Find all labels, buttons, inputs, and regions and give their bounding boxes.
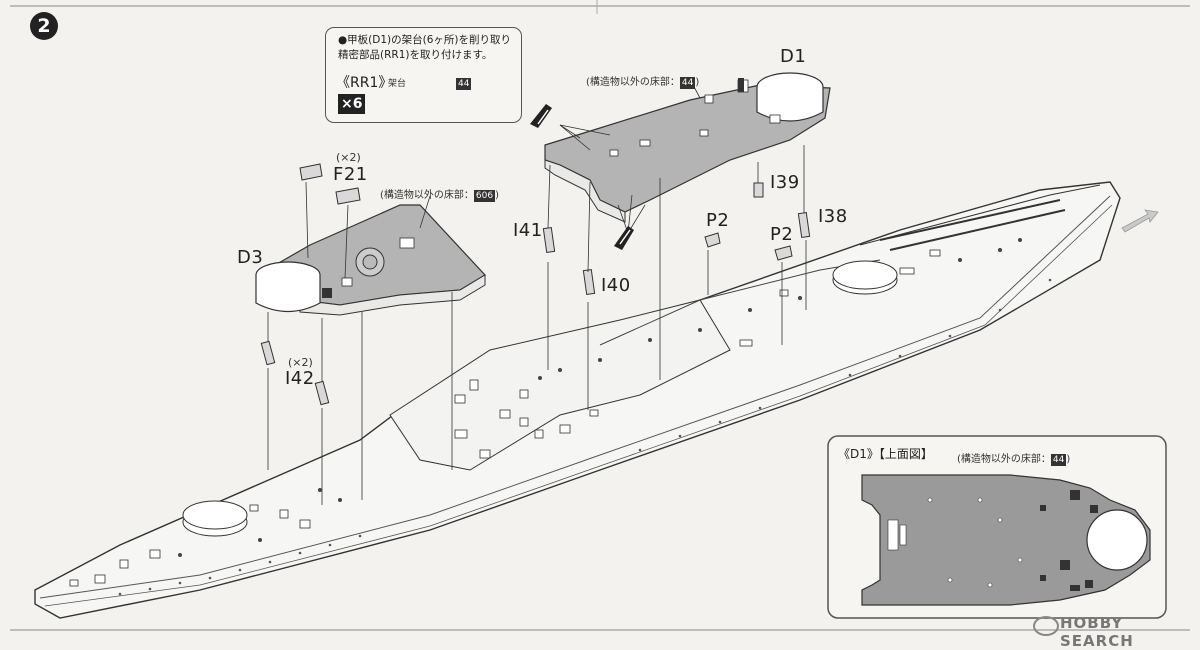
label-i39: I39	[770, 172, 800, 193]
instruction-box: ●甲板(D1)の架台(6ヶ所)を削り取り 精密部品(RR1)を取り付けます。 《…	[325, 27, 522, 123]
d1-top-view-drawing	[827, 435, 1167, 619]
d3-floor-paint-code: 606	[473, 190, 496, 202]
label-d3: D3	[237, 247, 264, 268]
d3-floor-note-text: (構造物以外の床部：	[380, 190, 474, 201]
step-number-badge: 2	[30, 12, 58, 40]
label-f21-qty: (×2)	[336, 151, 361, 164]
deck-d3-piece	[255, 204, 486, 316]
label-i38: I38	[818, 206, 848, 227]
label-p2-b: P2	[770, 224, 794, 245]
rr1-part-label: 《RR1》	[336, 75, 393, 91]
label-p2-a: P2	[706, 210, 730, 231]
rr1-part-note: 架台	[388, 79, 407, 89]
deck-d1-piece	[544, 72, 831, 223]
d1-floor-note: (構造物以外の床部：44)	[586, 73, 699, 89]
label-i42: I42	[285, 368, 315, 389]
top-view-note-close: )	[1066, 454, 1071, 465]
top-view-floor-note: (構造物以外の床部：44)	[957, 450, 1070, 466]
cut-mark-icon-2	[614, 226, 634, 250]
label-i41: I41	[513, 220, 543, 241]
instruction-line-2: 精密部品(RR1)を取り付けます。	[338, 49, 493, 61]
label-f21: F21	[333, 164, 368, 185]
top-view-title: 《D1》【上面図】	[838, 447, 933, 461]
d1-floor-note-text: (構造物以外の床部：	[586, 77, 680, 88]
hull	[34, 181, 1121, 619]
instruction-line-1: ●甲板(D1)の架台(6ヶ所)を削り取り	[338, 34, 511, 46]
cut-mark-icon	[530, 104, 552, 128]
top-view-paint-code: 44	[1050, 454, 1067, 466]
small-parts	[260, 163, 811, 406]
d3-floor-note-close: )	[495, 190, 499, 201]
hobby-search-logo-icon	[1033, 616, 1059, 636]
direction-arrow-icon	[1121, 209, 1159, 233]
label-i40: I40	[601, 275, 631, 296]
d1-floor-paint-code: 44	[679, 77, 696, 89]
label-i42-qty: (×2)	[288, 356, 313, 369]
quantity-badge: ×6	[338, 94, 366, 114]
rr1-paint-code: 44	[456, 78, 472, 90]
d3-floor-note: (構造物以外の床部：606)	[380, 186, 499, 202]
d1-floor-note-close: )	[695, 77, 700, 88]
top-view-note-text: (構造物以外の床部：	[957, 454, 1051, 465]
label-d1: D1	[780, 46, 807, 67]
watermark-text: HOBBY SEARCH	[1060, 614, 1134, 650]
